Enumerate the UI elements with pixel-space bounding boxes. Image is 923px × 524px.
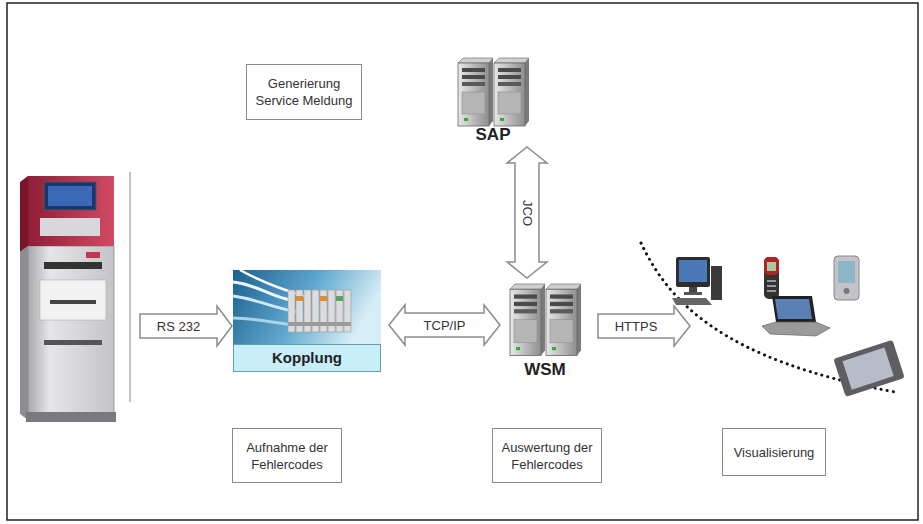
text-box: Aufnahme der Fehlercodes <box>232 428 342 483</box>
https-arrow <box>598 306 690 346</box>
tablet <box>833 340 904 397</box>
mobile-phone <box>764 257 779 299</box>
pda <box>834 256 859 300</box>
box-text: Auswertung der Fehlercodes <box>498 439 596 473</box>
text-box: Auswertung der Fehlercodes <box>492 428 602 483</box>
block-arrow <box>507 147 547 278</box>
box-text: Aufnahme der Fehlercodes <box>238 439 336 473</box>
desktop-pc <box>684 292 702 295</box>
server-node: WSM <box>503 280 587 380</box>
kiosk-machine <box>20 246 28 420</box>
desktop-pc <box>672 298 712 305</box>
coupling-photo <box>336 296 343 301</box>
kiosk-machine <box>28 176 114 246</box>
sap-server-icon <box>458 58 529 126</box>
mobile-phone <box>767 280 776 282</box>
server-node: SAP <box>453 55 533 145</box>
kiosk-machine <box>44 182 96 210</box>
boundary-line <box>129 172 130 402</box>
mobile-phone <box>767 290 776 292</box>
desktop-pc <box>672 257 722 305</box>
laptop <box>762 296 830 336</box>
dotted-boundary <box>641 243 895 392</box>
wsm-server-icon <box>510 284 581 355</box>
tablet <box>833 340 904 397</box>
kiosk-machine <box>44 340 102 345</box>
mobile-phone <box>764 257 779 299</box>
kiosk-machine <box>28 246 114 418</box>
desktop-pc <box>711 266 722 300</box>
laptop <box>762 322 830 336</box>
kiosk-machine <box>44 262 102 269</box>
laptop <box>775 299 812 319</box>
laptop <box>772 296 816 322</box>
desktop-pc <box>679 260 707 282</box>
tablet <box>843 348 894 390</box>
coupling-photo <box>233 296 296 312</box>
mobile-phone <box>767 285 776 287</box>
mobile-phone <box>767 262 776 271</box>
kiosk-machine <box>26 412 116 422</box>
text-box: Visualisierung <box>722 428 826 476</box>
mobile-phone <box>764 257 779 275</box>
coupling-photo <box>296 296 303 301</box>
box-text: Generierung Service Meldung <box>252 75 356 109</box>
server-name: WSM <box>503 360 587 380</box>
kiosk-machine <box>20 176 116 422</box>
kiosk-machine <box>20 176 28 252</box>
desktop-pc <box>676 257 710 287</box>
coupling-photo <box>233 270 381 344</box>
pda <box>834 256 859 300</box>
coupling-photo <box>233 270 381 344</box>
protocol-label: TCP/IP <box>423 318 467 333</box>
coupling-photo <box>320 296 327 301</box>
kiosk-machine <box>40 218 100 236</box>
text-box: Generierung Service Meldung <box>246 64 362 120</box>
kiosk-machine <box>86 252 100 258</box>
server-name: SAP <box>453 125 533 145</box>
pda <box>838 261 855 283</box>
protocol-label: JCO <box>520 199 535 227</box>
coupling-bar: Kopplung <box>233 344 381 372</box>
block-arrow <box>389 305 500 345</box>
coupling-node: Kopplung <box>233 268 381 372</box>
kiosk-machine <box>40 280 106 320</box>
protocol-label: HTTPS <box>614 319 659 334</box>
kiosk-machine <box>50 300 96 304</box>
box-text: Visualisierung <box>734 444 815 461</box>
coupling-photo <box>288 322 351 326</box>
outer-frame <box>7 3 918 520</box>
rs232-arrow <box>140 306 232 346</box>
interface-label: RS 232 <box>156 319 201 334</box>
pda <box>844 288 850 294</box>
kiosk-machine <box>48 186 92 206</box>
